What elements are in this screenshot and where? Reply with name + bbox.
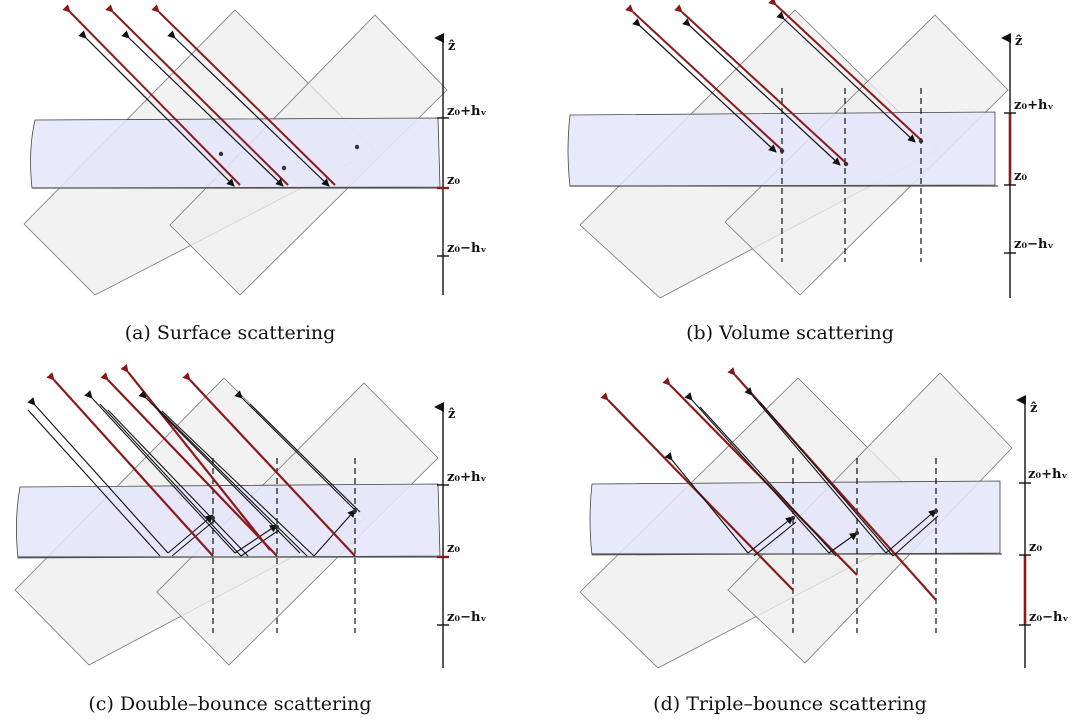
ray-path — [161, 410, 315, 557]
tick-label-upper: z₀+hᵥ — [1028, 467, 1068, 482]
scatterer — [934, 509, 938, 513]
ray-return — [776, 11, 916, 143]
ray-path — [664, 452, 749, 554]
panel-b: ẑ z₀+hᵥ z₀ z₀−hᵥ — [567, 0, 1054, 299]
ray-path — [753, 521, 797, 557]
ray-path — [249, 403, 361, 513]
ray-path — [234, 524, 278, 554]
ray-path — [27, 397, 169, 554]
axis-label: ẑ — [448, 39, 455, 54]
caption-c: (c) Double–bounce scattering — [88, 693, 372, 715]
ray-path — [892, 515, 939, 557]
tick-label-middle: z₀ — [1014, 169, 1027, 184]
rays — [625, 0, 922, 166]
z-axis: ẑ z₀+hᵥ z₀ z₀−hᵥ — [1001, 33, 1054, 298]
ray-direct — [100, 372, 278, 557]
scatterer — [218, 151, 224, 157]
tick-label-lower: z₀−hᵥ — [1014, 237, 1054, 252]
axis-label: ẑ — [1015, 34, 1022, 49]
vegetation-layer — [30, 117, 441, 189]
z-axis: ẑ z₀+hᵥ z₀ z₀−hᵥ — [434, 402, 487, 668]
ray-path — [153, 404, 308, 557]
ray-path — [84, 390, 236, 554]
tick-label-upper: z₀+hᵥ — [1014, 98, 1054, 113]
tick-label-upper: z₀+hᵥ — [447, 470, 487, 485]
ray-path — [747, 516, 794, 554]
ray-path — [684, 392, 830, 554]
caption-b: (b) Volume scattering — [686, 322, 894, 344]
ray-return — [167, 30, 330, 187]
ray-direct — [120, 364, 271, 551]
ray-path — [138, 390, 301, 554]
rays — [600, 367, 939, 601]
tick-label-middle: z₀ — [447, 173, 460, 188]
ray-path — [234, 390, 356, 511]
scatterer — [791, 516, 795, 520]
tick-label-middle: z₀ — [1029, 540, 1042, 555]
panel-a: ẑ z₀+hᵥ z₀ z₀−hᵥ — [23, 4, 487, 296]
z-axis: ẑ z₀+hᵥ z₀ z₀−hᵥ — [1016, 395, 1069, 668]
ray-path — [99, 403, 242, 557]
scatterer — [918, 138, 924, 144]
vertical-resolution-lines — [212, 458, 356, 633]
scatterer — [281, 165, 287, 171]
caption-a: (a) Surface scattering — [124, 322, 336, 344]
vegetation-layer — [16, 483, 441, 559]
ray-path — [27, 409, 161, 557]
rays — [62, 4, 336, 187]
scatterer — [779, 148, 785, 154]
axis-label: ẑ — [1030, 401, 1037, 416]
panel-d: ẑ z₀+hᵥ z₀ z₀−hᵥ — [579, 367, 1069, 669]
axis-label: ẑ — [448, 407, 455, 422]
ray-direct — [46, 372, 214, 557]
ray-direct — [182, 372, 356, 557]
ray-path — [744, 387, 887, 554]
scatterer — [353, 509, 357, 513]
scatterer — [275, 525, 279, 529]
scatterer — [843, 161, 849, 167]
ray-path — [171, 519, 216, 557]
tick-label-middle: z₀ — [447, 541, 460, 556]
tick-label-lower: z₀−hᵥ — [447, 610, 487, 625]
z-axis: ẑ z₀+hᵥ z₀ z₀−hᵥ — [434, 33, 487, 295]
caption-d: (d) Triple–bounce scattering — [653, 693, 927, 715]
ray-path — [885, 509, 937, 554]
ray-path — [759, 401, 894, 557]
rays — [27, 364, 361, 557]
scatterer — [354, 144, 360, 150]
scatterer — [855, 531, 859, 535]
tick-label-lower: z₀−hᵥ — [447, 241, 487, 256]
scatterer — [211, 516, 215, 520]
ray-path — [699, 406, 837, 557]
tick-label-lower: z₀−hᵥ — [1029, 610, 1069, 625]
ray-path — [828, 532, 858, 554]
vertical-resolution-lines — [792, 458, 937, 633]
vertical-resolution-lines — [781, 88, 922, 262]
ray-path — [240, 529, 280, 557]
ray-path — [107, 409, 249, 557]
tick-label-upper: z₀+hᵥ — [447, 104, 487, 119]
panel-c: ẑ z₀+hᵥ z₀ z₀−hᵥ — [14, 364, 487, 668]
